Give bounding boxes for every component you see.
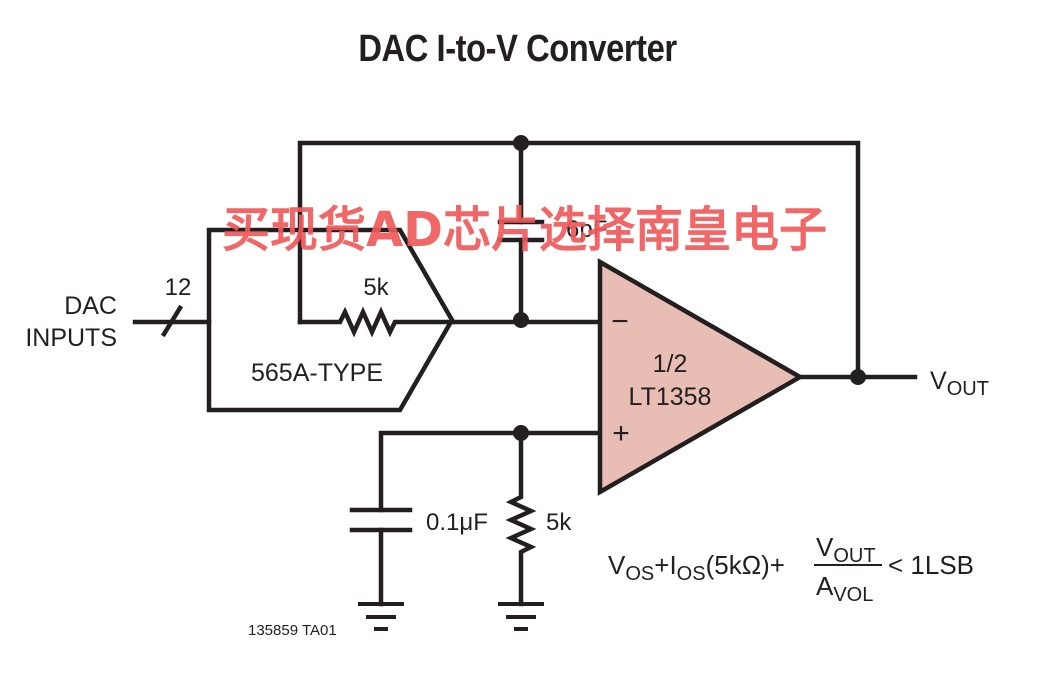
eq-ios: I (669, 550, 676, 580)
equation-rhs: < 1LSB (888, 550, 974, 580)
vout-main: V (930, 367, 947, 395)
ground-icon (358, 602, 404, 631)
junction-dot (513, 135, 529, 151)
eq-den: A (816, 571, 834, 601)
feedback-wire (297, 140, 861, 380)
eq-plus-1: + (654, 550, 669, 580)
junction-dot (513, 425, 529, 441)
dac-resistor-label: 5k (363, 274, 389, 301)
bypass-cap-label: 0.1μF (426, 509, 488, 536)
eq-num-sub: OUT (833, 545, 875, 567)
opamp-label-line2: LT1358 (629, 383, 712, 411)
watermark-text: 买现货AD芯片选择南皇电子 (222, 202, 827, 258)
eq-plus-2: + (770, 550, 785, 580)
noninverting-input-label: + (612, 417, 630, 450)
ground-symbols (358, 602, 544, 631)
junction-dots (513, 135, 866, 441)
bus-width-label: 12 (165, 274, 192, 301)
equation-lhs: VOS+IOS(5kΩ)+ (608, 550, 785, 585)
dac-type-label: 565A-TYPE (251, 359, 383, 387)
bias-resistor-label: 5k (546, 509, 572, 536)
equation-denominator: AVOL (816, 571, 873, 606)
eq-paren: (5kΩ) (706, 550, 770, 580)
opamp-label-line1: 1/2 (653, 350, 688, 378)
page-title: DAC I-to-V Converter (358, 28, 677, 70)
vout-label: VOUT (930, 367, 989, 400)
eq-vos: V (608, 550, 626, 580)
eq-vos-sub: OS (625, 563, 654, 585)
inverting-input-label: − (611, 305, 629, 338)
bias-resistor (505, 430, 537, 607)
part-number: 135859 TA01 (248, 622, 337, 639)
dac-label-line2: INPUTS (25, 324, 117, 352)
opamp-symbol (597, 258, 805, 496)
eq-den-sub: VOL (833, 584, 873, 606)
dac-block-outline (206, 227, 455, 413)
eq-ios-sub: OS (677, 563, 706, 585)
junction-dot (513, 312, 529, 328)
dac-resistor (297, 306, 455, 338)
noninverting-wire (378, 430, 603, 513)
equation-numerator: VOUT (816, 532, 876, 567)
ground-icon (498, 602, 544, 631)
dac-label-line1: DAC (64, 292, 117, 320)
bus-slash (160, 304, 184, 338)
equation: VOS+IOS(5kΩ)+ VOUT AVOL < 1LSB (608, 532, 974, 606)
junction-dot (850, 369, 866, 385)
eq-num: V (816, 532, 834, 562)
feedback-cap-label: 6pF (566, 216, 607, 243)
vout-sub: OUT (947, 378, 989, 400)
